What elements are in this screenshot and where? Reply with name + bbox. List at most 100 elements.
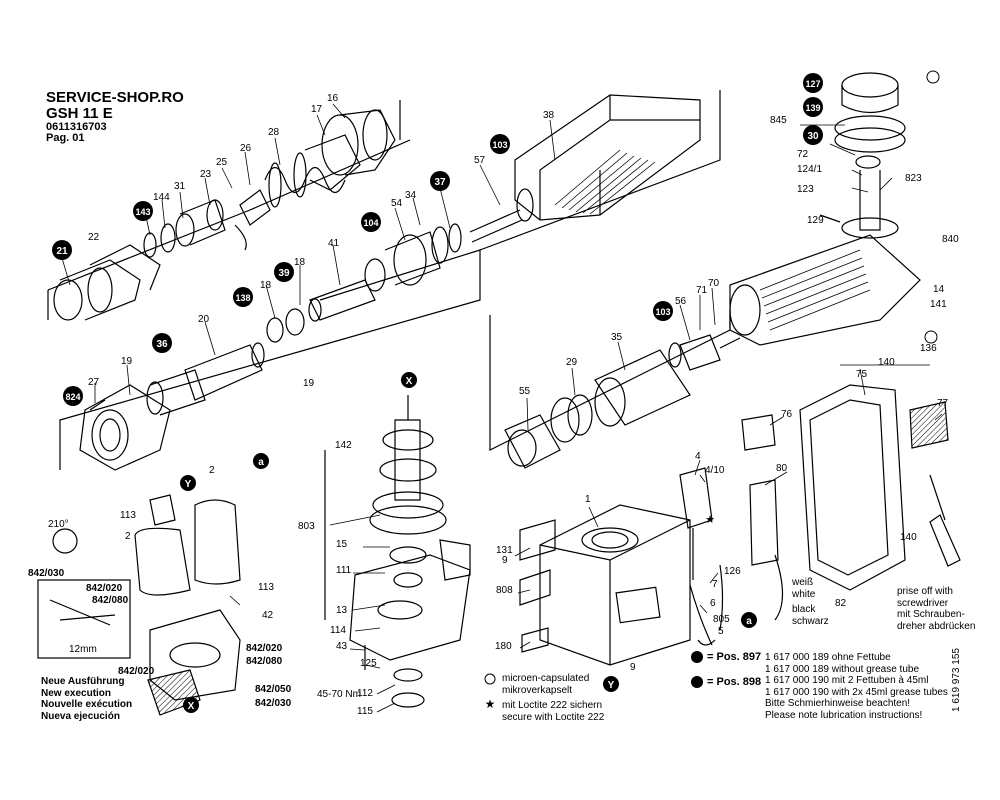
- part-label: 25: [216, 157, 228, 168]
- part-label: 71: [696, 285, 708, 296]
- note-white: weiß white: [792, 577, 815, 600]
- part-label: 57: [474, 155, 486, 166]
- callout-39: [274, 262, 294, 282]
- part-label: 9: [502, 555, 508, 566]
- part-label: 38: [543, 110, 555, 121]
- part-label: 12mm: [69, 644, 97, 655]
- callout-824-label: 824: [65, 392, 80, 402]
- part-label: 2: [209, 465, 215, 476]
- callout-103-top: [490, 134, 510, 154]
- note-black: black schwarz: [792, 604, 829, 627]
- svg-text:★: ★: [705, 514, 715, 526]
- note-loctite-2: secure with Loctite 222: [502, 711, 605, 723]
- part-label: 27: [88, 377, 100, 388]
- part-label: 144: [153, 192, 170, 203]
- part-label: 13: [336, 605, 348, 616]
- part-label: 45-70 Nm: [317, 689, 361, 700]
- part-label: 180: [495, 641, 512, 652]
- callout-36-label: 36: [156, 339, 168, 350]
- pos-897: = Pos. 897: [707, 651, 762, 663]
- callout-30: [803, 125, 823, 145]
- marker-x-bottom: [183, 697, 199, 713]
- callout-37: [430, 171, 450, 191]
- part-label: 70: [708, 278, 720, 289]
- note-loctite: mit Loctite 222 sichern secure with Loct…: [502, 700, 604, 723]
- part-label: 54: [391, 198, 403, 209]
- note-prise-off: prise off with screwdriver mit Schrauben…: [897, 586, 975, 632]
- note-weiss: weiß: [792, 577, 814, 588]
- part-label: 113: [258, 582, 274, 593]
- part-label: 129: [807, 215, 824, 226]
- part-label: 18: [260, 280, 272, 291]
- note-black-en: black: [792, 604, 816, 615]
- marker-x-top: [401, 372, 417, 388]
- part-label: 140: [900, 532, 917, 543]
- callout-39-label: 39: [278, 268, 290, 279]
- document-number: 1 619 973 155: [951, 648, 962, 712]
- callout-127: [803, 73, 823, 93]
- pos-row-1: 1 617 000 189 ohne Fettube: [765, 652, 891, 663]
- svg-text:Y: Y: [608, 680, 615, 691]
- marker-y-left: [180, 475, 196, 491]
- callout-139: [803, 97, 823, 117]
- filled-callouts: 21 143 104 37 103 39 138 36 824 127 139 …: [52, 73, 823, 406]
- note-prise-2: screwdriver: [897, 597, 949, 609]
- part-label: 15: [336, 539, 348, 550]
- svg-text:X: X: [188, 701, 195, 712]
- part-label: 34: [405, 190, 417, 201]
- part-label: 126: [724, 566, 741, 577]
- part-label: 9: [630, 662, 636, 673]
- callout-37-label: 37: [434, 177, 446, 188]
- part-label: 805: [713, 614, 730, 625]
- part-label: 124/1: [797, 164, 823, 175]
- callout-143-label: 143: [135, 207, 150, 217]
- part-label: 114: [330, 625, 346, 636]
- part-label: 35: [611, 332, 623, 343]
- part-label: 23: [200, 169, 212, 180]
- part-label: 113: [120, 510, 136, 521]
- part-label: 76: [781, 409, 793, 420]
- pos-row-2: 1 617 000 189 without grease tube: [765, 663, 920, 675]
- part-label: 2: [125, 531, 131, 542]
- pos-row-4: 1 617 000 190 with 2x 45ml grease tubes: [765, 686, 948, 698]
- part-label: 5: [718, 626, 724, 637]
- header-block: SERVICE-SHOP.RO GSH 11 E 0611316703 Pag.…: [46, 90, 184, 145]
- part-label: 7: [712, 579, 718, 590]
- note-micro-2: mikroverkapselt: [502, 684, 573, 696]
- pos-row-3: 1 617 000 190 mit 2 Fettuben à 45ml: [765, 675, 929, 686]
- note-micro-1: microen-capsulated: [502, 673, 590, 684]
- note-white-en: white: [792, 588, 816, 600]
- marker-y-bottom: [603, 676, 619, 692]
- pos-row-6: Please note lubrication instructions!: [765, 709, 923, 721]
- part-label: 123: [797, 184, 814, 195]
- part-label: 125: [360, 658, 377, 669]
- part-label: 140: [878, 357, 895, 368]
- callout-103-top-label: 103: [492, 140, 507, 150]
- callout-104: [361, 212, 381, 232]
- part-label: 75: [856, 369, 868, 380]
- part-label: 842/020: [86, 583, 123, 594]
- legend-new-execution: Neue Ausführung New execution Nouvelle e…: [41, 676, 132, 722]
- part-label: 17: [311, 104, 323, 115]
- part-label: 131: [496, 545, 513, 556]
- legend-line-en: New execution: [41, 687, 112, 699]
- part-label: 210°: [48, 519, 69, 530]
- part-label: 842/030: [28, 568, 65, 579]
- callout-143: [133, 201, 153, 221]
- part-label: 82: [835, 598, 847, 609]
- part-label: 4: [695, 451, 701, 462]
- part-label: 842/030: [255, 698, 292, 709]
- part-label: 22: [88, 232, 100, 243]
- callout-824: [63, 386, 83, 406]
- part-label: 29: [566, 357, 578, 368]
- part-number: 0611316703: [46, 120, 107, 133]
- marker-a-left: [253, 453, 269, 469]
- pos-897-dot: [691, 651, 703, 663]
- markers: X X Y Y a a: [180, 372, 757, 713]
- pos-row-5: Bitte Schmierhinweise beachten!: [765, 698, 911, 709]
- callout-103-mid-label: 103: [655, 307, 670, 317]
- part-label: 55: [519, 386, 531, 397]
- part-label: 41: [328, 238, 340, 249]
- svg-text:a: a: [258, 457, 264, 468]
- part-label: 842/080: [92, 595, 129, 606]
